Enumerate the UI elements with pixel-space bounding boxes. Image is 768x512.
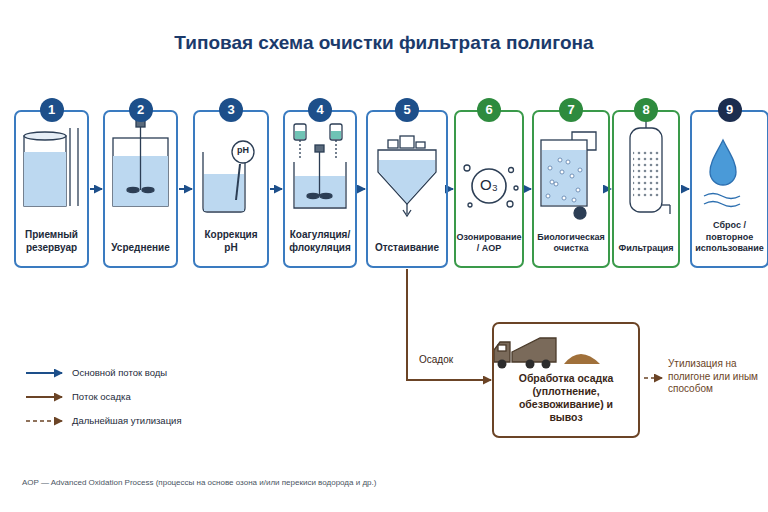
- process-box: 1Приемный резервуар: [14, 110, 89, 268]
- step-label: Коагуляция/ флокуляция: [288, 229, 352, 254]
- step-number: 9: [718, 98, 742, 122]
- step-number: 6: [477, 98, 501, 122]
- coagulation-tank-icon: [294, 124, 346, 208]
- sludge-box: Обработка осадка (уплотнение, обезвожива…: [492, 322, 640, 438]
- step-label: Обработка осадка (уплотнение, обезвожива…: [497, 372, 635, 425]
- clarifier-icon: [378, 136, 436, 216]
- step-number: 3: [219, 98, 243, 122]
- step-label: Биологическая очистка: [537, 232, 605, 255]
- ph-label: pH: [232, 145, 254, 155]
- water-flow-arrow: [681, 188, 689, 190]
- step-label: Приемный резервуар: [19, 229, 84, 254]
- legend-text: Основной поток воды: [72, 367, 167, 378]
- step-label: Отстаивание: [375, 242, 439, 255]
- bioreactor-icon: [541, 132, 596, 219]
- water-flow-arrow: [358, 188, 365, 190]
- water-flow-arrow: [525, 188, 531, 190]
- water-flow-arrow: [179, 188, 192, 190]
- step-label: Фильтрация: [619, 243, 674, 254]
- disposal-arrow: [644, 377, 662, 379]
- disposal-note: Утилизация на полигоне или иным способом: [668, 358, 764, 396]
- step-number: 5: [395, 98, 419, 122]
- tank-icon: [24, 128, 78, 206]
- step-number: 8: [634, 98, 658, 122]
- step-label: Усреднение: [111, 242, 170, 255]
- step-number: 1: [40, 98, 64, 122]
- edge-label: Осадок: [417, 354, 455, 365]
- diagram-title: Типовая схема очистки фильтрата полигона: [0, 32, 768, 54]
- step-number: 4: [308, 98, 332, 122]
- legend-sample: [26, 372, 62, 374]
- water-flow-arrow: [270, 188, 282, 190]
- process-box: 9Сброс / повторное использование: [690, 110, 768, 268]
- process-box: 4Коагуляция/ флокуляция: [283, 110, 357, 268]
- truck-icon: [494, 338, 600, 369]
- mixer-tank-icon: [113, 118, 168, 206]
- footnote: AOP — Advanced Oxidation Process (процес…: [22, 478, 742, 487]
- sludge-flow-arrow: [407, 269, 491, 380]
- ozone-label: O₃: [474, 176, 504, 193]
- step-label: Сброс / повторное использование: [695, 220, 764, 254]
- process-box: 3Коррекция pH: [193, 110, 269, 268]
- process-box: 8Фильтрация: [612, 110, 680, 268]
- ozone-icon: [464, 165, 518, 207]
- beaker-icon: [203, 141, 254, 212]
- legend-text: Дальнейшая утилизация: [72, 415, 182, 426]
- process-box: 7Биологическая очистка: [532, 110, 610, 268]
- water-flow-arrow: [90, 188, 102, 190]
- water-drop-icon: [704, 140, 740, 207]
- step-label: Озонирование / AOP: [456, 232, 521, 255]
- process-box: 5Отстаивание: [366, 110, 448, 268]
- filter-column-icon: [630, 120, 670, 214]
- step-label: Коррекция pH: [198, 229, 264, 254]
- legend-sample: [26, 420, 62, 422]
- legend-text: Поток осадка: [72, 391, 131, 402]
- step-number: 7: [559, 98, 583, 122]
- step-number: 2: [129, 98, 153, 122]
- legend-sample: [26, 396, 62, 398]
- process-box: 2Усреднение: [103, 110, 178, 268]
- water-flow-arrow: [449, 188, 453, 190]
